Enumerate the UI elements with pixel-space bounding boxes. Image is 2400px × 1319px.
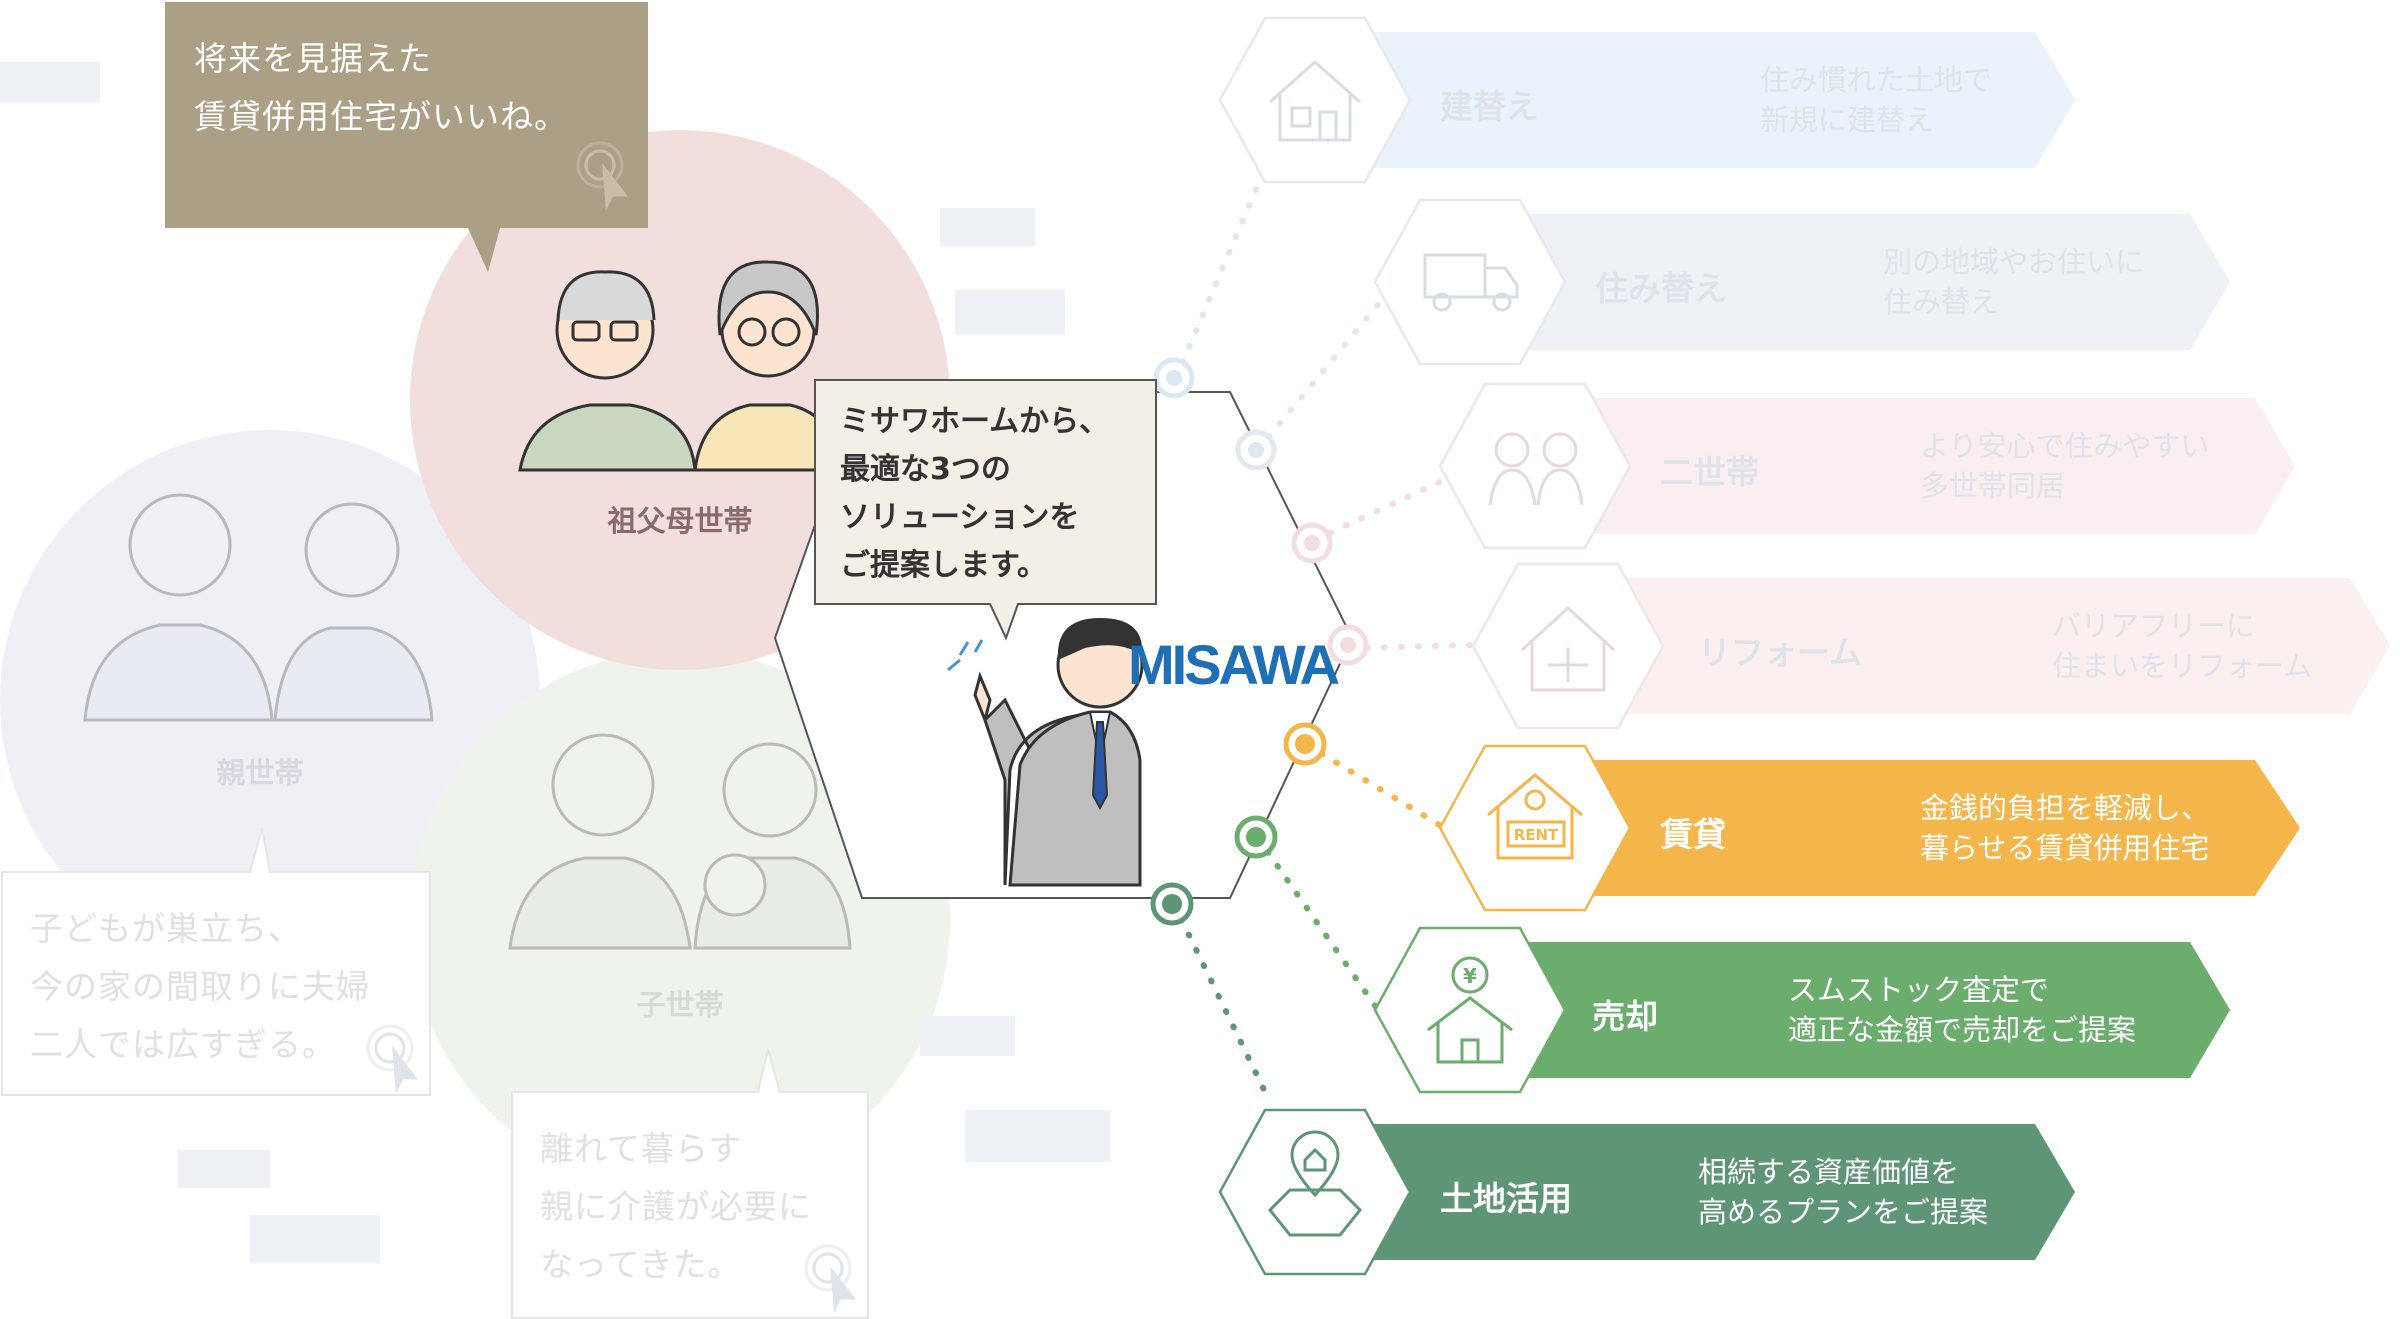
house-icon bbox=[1269, 59, 1361, 142]
children-illustration bbox=[508, 733, 852, 950]
pointer-cursor-icon bbox=[804, 1244, 857, 1314]
solution-arrows bbox=[1345, 32, 2390, 1260]
children-label: 子世帯 bbox=[636, 988, 724, 1022]
solution-desc-sale: スムストック査定で 適正な金額で売却をご提案 bbox=[1788, 973, 2137, 1047]
rent-icon-text: RENT bbox=[1514, 826, 1559, 844]
solution-label-land-use[interactable]: 土地活用 bbox=[1440, 1179, 1572, 1218]
rent-house-icon: RENT bbox=[1487, 773, 1583, 860]
solution-label-rebuild: 建替え bbox=[1440, 87, 1539, 126]
solution-desc-land-use: 相続する資産価値を 高めるプランをご提案 bbox=[1698, 1155, 1989, 1229]
advisor-speech-text: ミサワホームから、 最適な3つの ソリューションを ご提案します。 bbox=[840, 404, 1110, 583]
connector-lines bbox=[1171, 165, 1478, 1101]
grandparents-label: 祖父母世帯 bbox=[607, 504, 753, 538]
yen-icon-text: ¥ bbox=[1463, 964, 1477, 988]
connector-nodes bbox=[1150, 357, 1369, 926]
misawa-logo: MISAWA bbox=[1128, 633, 1340, 696]
renovation-icon bbox=[1520, 605, 1616, 692]
speech-bubbles bbox=[1, 2, 1157, 1319]
family-icon bbox=[1488, 432, 1584, 506]
ghost-bubbles bbox=[0, 62, 1110, 1263]
pointer-cursor-icon bbox=[366, 1024, 419, 1094]
pointer-cursor-icon bbox=[576, 141, 629, 211]
parents-speech-text[interactable]: 子どもが巣立ち、 今の家の間取りに夫婦 二人では広すぎる。 bbox=[30, 909, 370, 1064]
solution-desc-rental: 金銭的負担を軽減し、 暮らせる賃貸併用住宅 bbox=[1920, 791, 2211, 865]
circle-children bbox=[410, 650, 950, 1190]
moving-truck-icon bbox=[1423, 253, 1519, 312]
circle-parents bbox=[0, 430, 540, 970]
solution-label-two-household: 二世帯 bbox=[1660, 453, 1759, 492]
solution-desc-relocate: 別の地域やお住いに 住み替え bbox=[1883, 245, 2145, 319]
solution-label-sale[interactable]: 売却 bbox=[1592, 997, 1658, 1036]
grandparents-speech-text[interactable]: 将来を見据えた 賃貸併用住宅がいいね。 bbox=[194, 39, 568, 136]
grandparents-illustration bbox=[518, 260, 842, 472]
solution-label-rental[interactable]: 賃貸 bbox=[1660, 815, 1726, 854]
parents-illustration bbox=[83, 493, 434, 722]
yen-house-icon: ¥ bbox=[1427, 956, 1513, 1064]
solution-desc-rebuild: 住み慣れた土地で 新規に建替え bbox=[1760, 63, 1993, 137]
solution-desc-two-household: より安心で住みやすい 多世帯同居 bbox=[1920, 429, 2210, 503]
children-speech-text[interactable]: 離れて暮らす 親に介護が必要に なってきた。 bbox=[540, 1129, 812, 1284]
parents-label: 親世帯 bbox=[216, 756, 304, 790]
map-pin-icon bbox=[1267, 1130, 1363, 1237]
solution-label-reform: リフォーム bbox=[1698, 633, 1863, 672]
solution-label-relocate: 住み替え bbox=[1595, 269, 1727, 308]
advisor-illustration bbox=[947, 618, 1144, 887]
solution-desc-reform: バリアフリーに 住まいをリフォーム bbox=[2052, 609, 2313, 683]
